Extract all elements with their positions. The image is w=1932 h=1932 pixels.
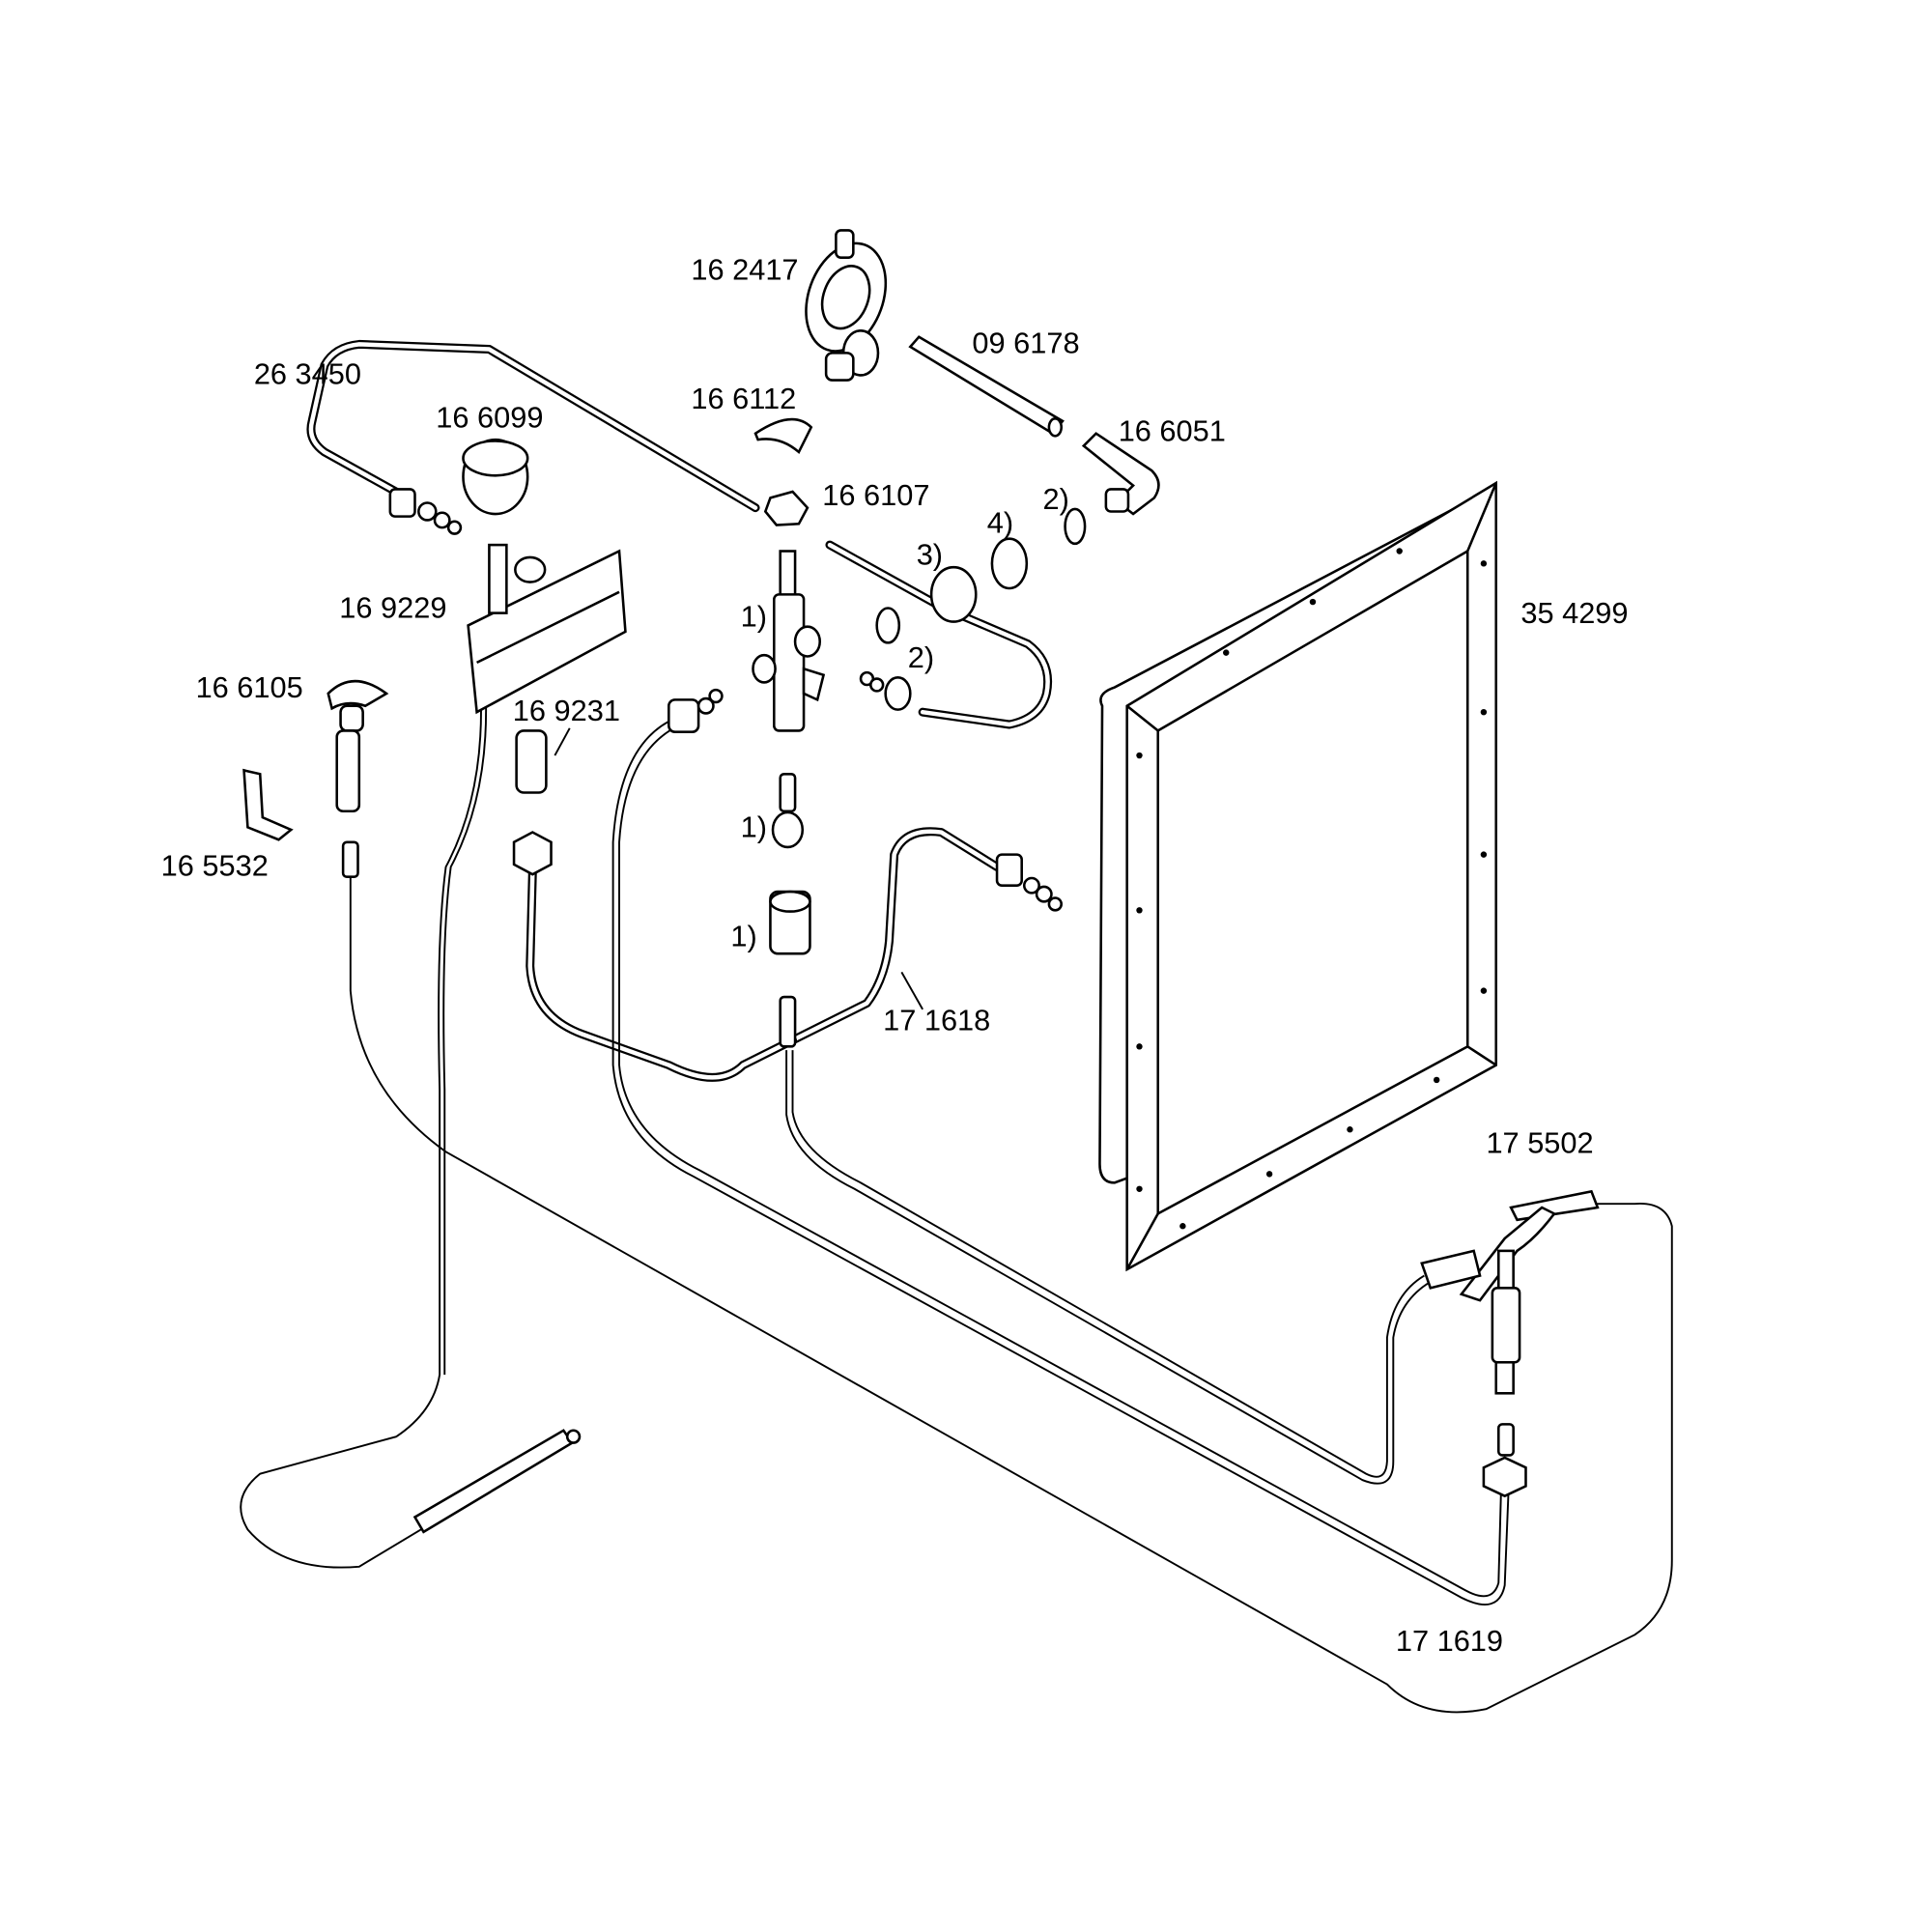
part-16-6112 (753, 417, 813, 454)
part-16-6105 (327, 680, 389, 878)
note-4: 4) (987, 505, 1013, 539)
part-35-4299 (1098, 480, 1498, 1272)
part-17-5502 (1420, 1189, 1600, 1498)
label-16-6112: 16 6112 (691, 382, 796, 415)
part-16-2417 (805, 229, 888, 382)
part-16-9231 (512, 727, 571, 876)
part-16-9229 (467, 543, 627, 715)
label-16-9229: 16 9229 (339, 591, 446, 625)
label-17-5502: 17 5502 (1486, 1126, 1593, 1160)
label-16-5532: 16 5532 (161, 848, 269, 882)
label-09-6178: 09 6178 (972, 326, 1079, 359)
label-16-2417: 16 2417 (691, 253, 798, 287)
label-16-6107: 16 6107 (822, 478, 929, 512)
note-2: 2) (908, 640, 934, 674)
note-1: 1) (741, 600, 767, 634)
sensor-bulb (412, 1429, 582, 1534)
label-16-6051: 16 6051 (1119, 413, 1226, 447)
label-17-1619: 17 1619 (1396, 1624, 1503, 1658)
leader-17-1618 (900, 971, 923, 1010)
fittings (388, 488, 1087, 912)
part-16-6099 (462, 438, 529, 516)
part-09-6178 (908, 335, 1065, 438)
part-16-6051 (1081, 432, 1160, 516)
note-3: 3) (917, 538, 943, 572)
label-26-3450: 26 3450 (254, 356, 361, 390)
label-17-1618: 17 1618 (883, 1004, 990, 1037)
note-1: 1) (741, 810, 767, 844)
valve-body (752, 550, 826, 1048)
part-16-5532 (242, 768, 294, 841)
label-16-9231: 16 9231 (513, 694, 620, 727)
label-16-6099: 16 6099 (436, 400, 543, 434)
label-16-6105: 16 6105 (196, 670, 303, 704)
note-1: 1) (730, 919, 756, 952)
note-2: 2) (1042, 482, 1068, 516)
capillary-lines (240, 339, 1673, 1714)
part-labels: 16 2417 09 6178 26 3450 16 6112 16 6099 … (161, 253, 1629, 1658)
label-35-4299: 35 4299 (1520, 596, 1628, 630)
